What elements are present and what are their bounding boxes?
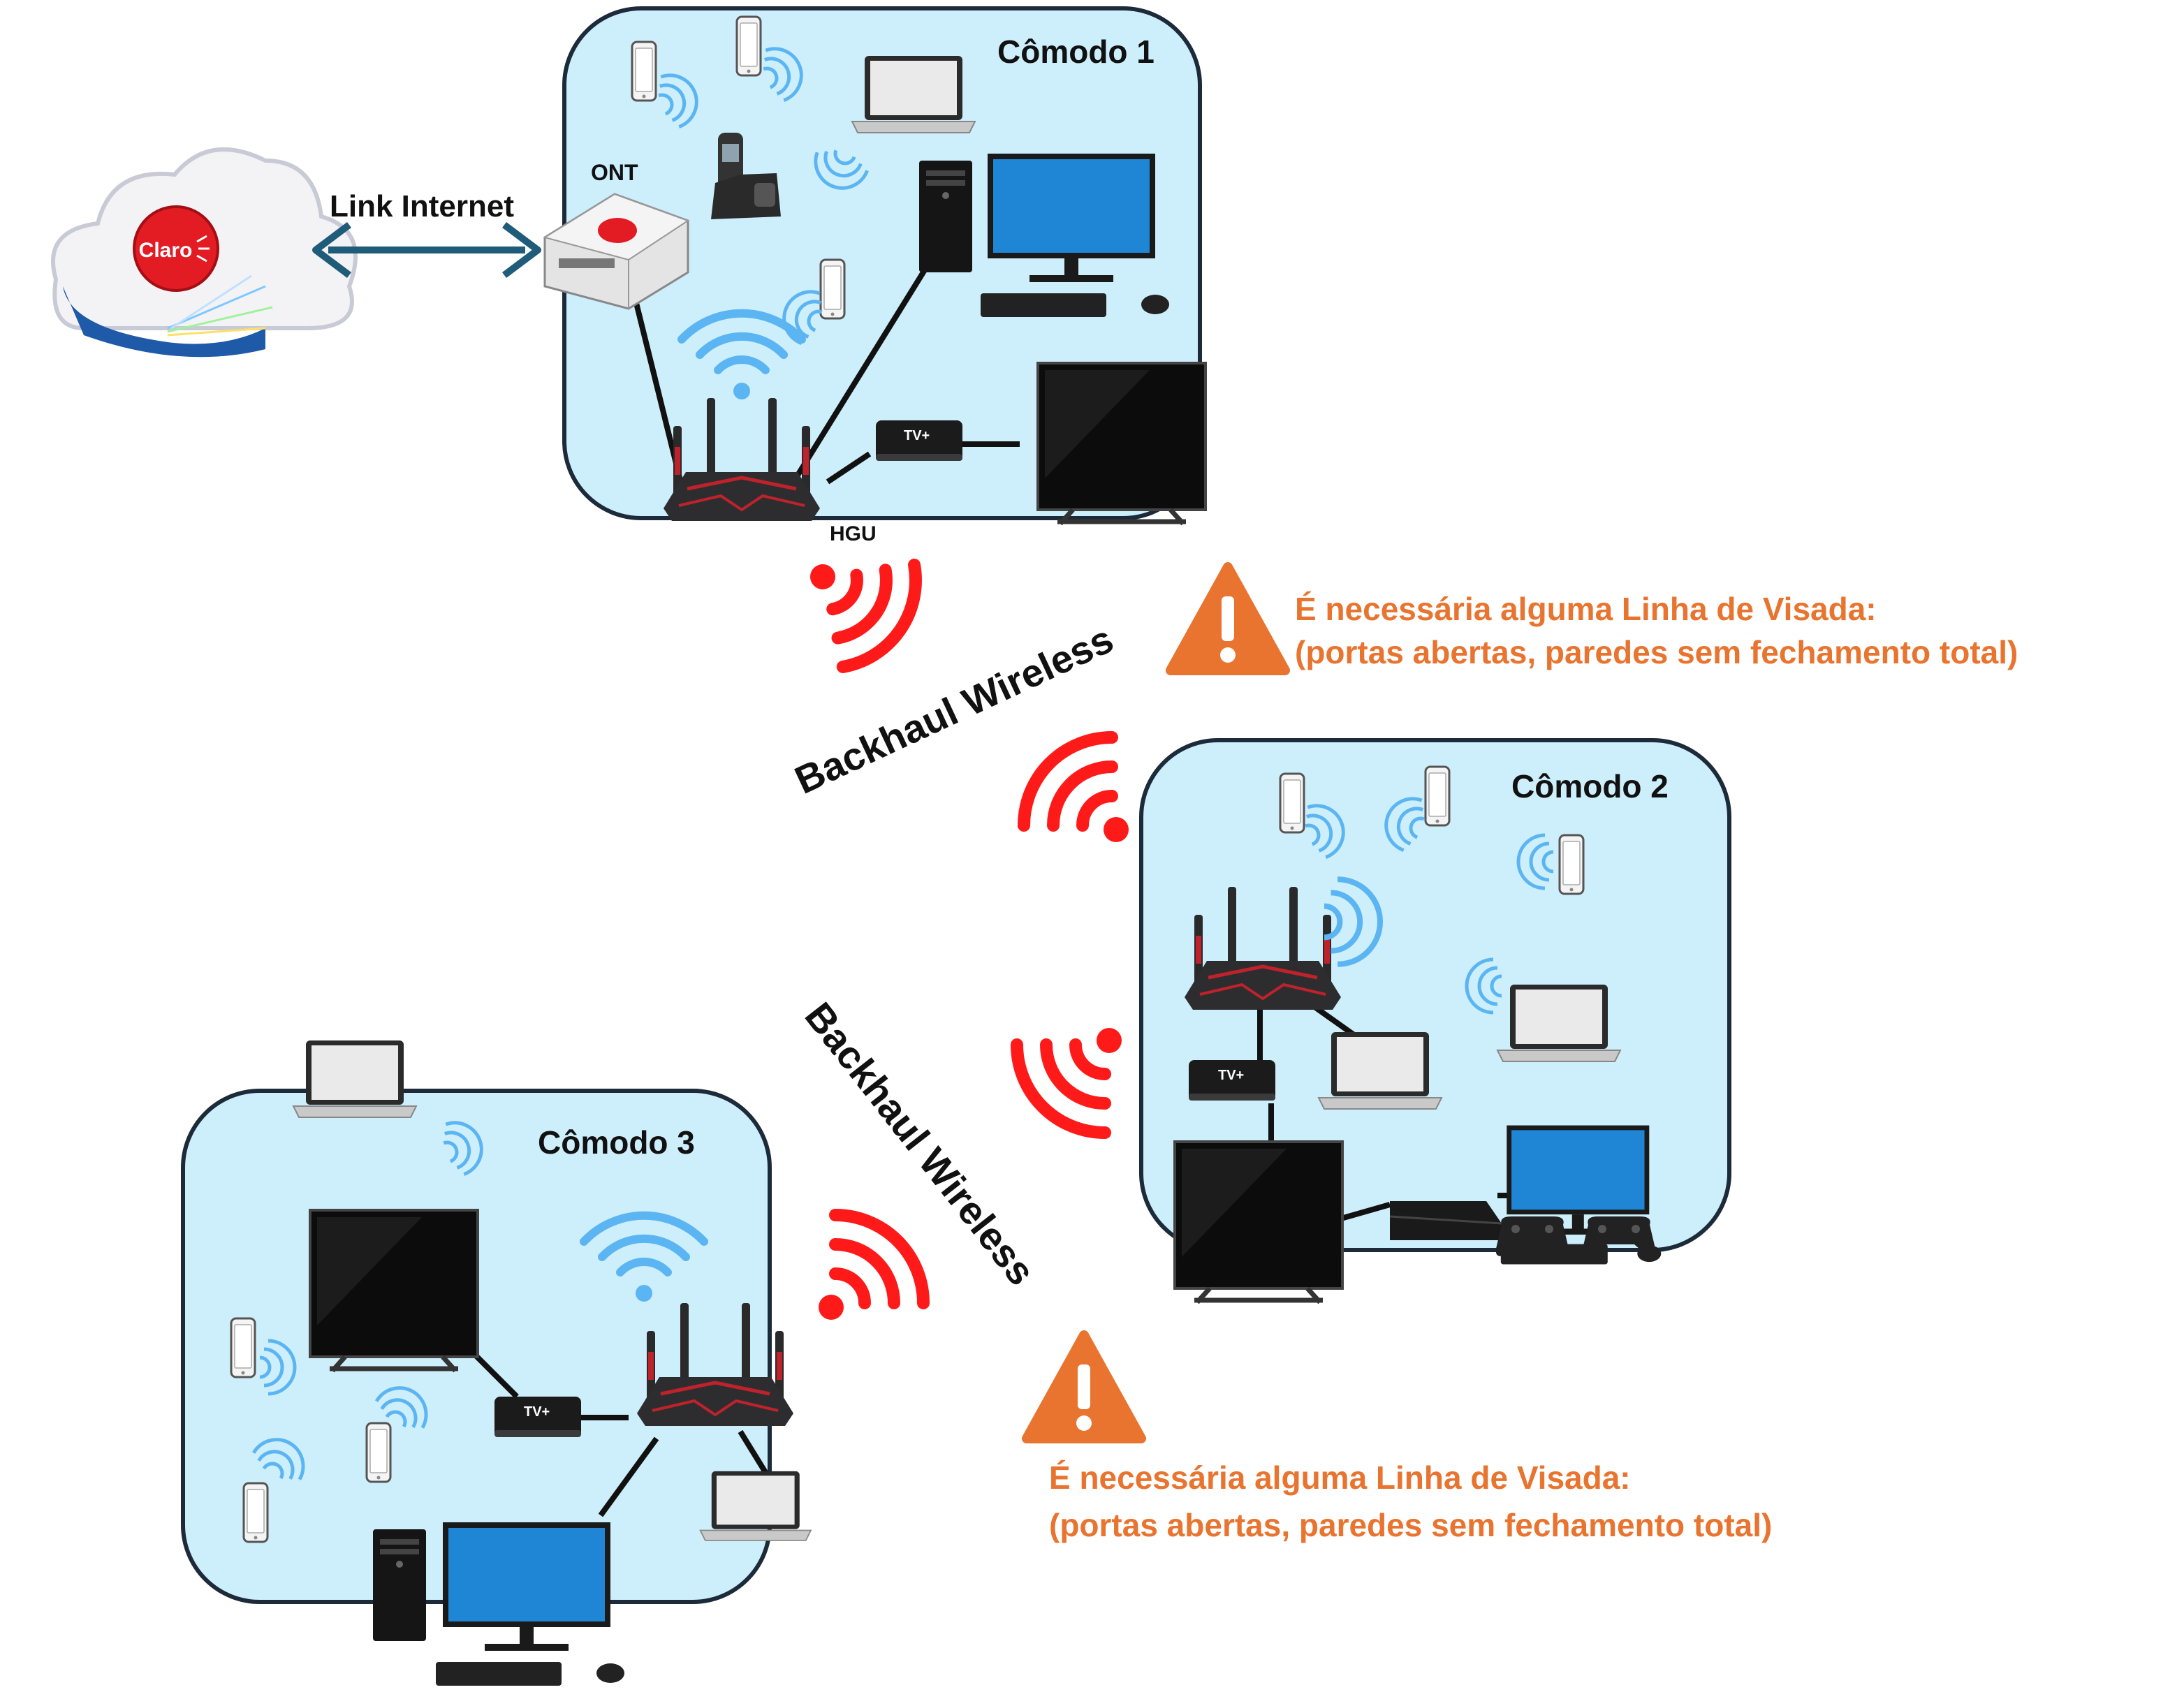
smartphone-icon bbox=[1558, 834, 1585, 895]
room-3-cables bbox=[473, 1353, 771, 1517]
tv-icon bbox=[1038, 363, 1205, 524]
desktop-tower-icon bbox=[373, 1529, 426, 1641]
backhaul-signal-icon bbox=[1017, 1028, 1122, 1133]
warning-2-line-2: (portas abertas, paredes sem fechamento … bbox=[1049, 1507, 1772, 1543]
smartphone-icon bbox=[230, 1317, 256, 1378]
internet-link-arrow bbox=[312, 222, 541, 278]
smartphone-icon bbox=[631, 41, 657, 102]
backhaul-wireless-label-1: Backhaul Wireless bbox=[788, 617, 1120, 802]
backhaul-signal-icon bbox=[1024, 737, 1129, 842]
warning-icon bbox=[1027, 1335, 1141, 1439]
desktop-monitor-icon bbox=[436, 1522, 624, 1686]
claro-logo bbox=[134, 207, 218, 290]
room-1-title: Cômodo 1 bbox=[997, 34, 1155, 70]
tv-box-label: TV+ bbox=[1218, 1068, 1244, 1083]
warning-icon bbox=[1171, 567, 1285, 670]
tv-box-label: TV+ bbox=[524, 1404, 550, 1420]
laptop-icon bbox=[699, 1471, 812, 1541]
cordless-phone-icon bbox=[711, 133, 781, 219]
room-3-title: Cômodo 3 bbox=[538, 1124, 695, 1161]
game-console-icon bbox=[1388, 1200, 1503, 1242]
hgu-label: HGU bbox=[830, 522, 877, 545]
smartphone-icon bbox=[1424, 765, 1451, 827]
claro-logo-text: Claro bbox=[139, 239, 193, 262]
laptop-icon bbox=[1318, 1031, 1442, 1110]
laptop-icon bbox=[293, 1040, 417, 1118]
warning-1-line-1: É necessária alguma Linha de Visada: bbox=[1295, 591, 1877, 627]
smartphone-icon bbox=[242, 1482, 269, 1543]
backhaul-signal-icon bbox=[819, 1215, 923, 1320]
ont-label: ONT bbox=[591, 160, 638, 185]
smartphone-icon bbox=[735, 15, 762, 77]
smartphone-icon bbox=[819, 258, 846, 320]
ont-device bbox=[543, 193, 690, 310]
link-internet-label: Link Internet bbox=[330, 189, 514, 223]
laptop-icon bbox=[851, 55, 976, 133]
smartphone-icon bbox=[365, 1422, 392, 1483]
room-2-title: Cômodo 2 bbox=[1511, 768, 1669, 804]
desktop-tower-icon bbox=[919, 161, 972, 272]
warning-2-line-1: É necessária alguma Linha de Visada: bbox=[1049, 1459, 1631, 1496]
tv-box-label: TV+ bbox=[904, 428, 930, 443]
tv-icon bbox=[1175, 1142, 1342, 1302]
tv-icon bbox=[310, 1210, 478, 1371]
claro-cloud: Claro bbox=[51, 147, 358, 358]
warning-1-line-2: (portas abertas, paredes sem fechamento … bbox=[1295, 634, 2018, 670]
backhaul-signal-icon bbox=[808, 548, 930, 670]
smartphone-icon bbox=[1279, 772, 1305, 834]
laptop-icon bbox=[1497, 984, 1621, 1062]
